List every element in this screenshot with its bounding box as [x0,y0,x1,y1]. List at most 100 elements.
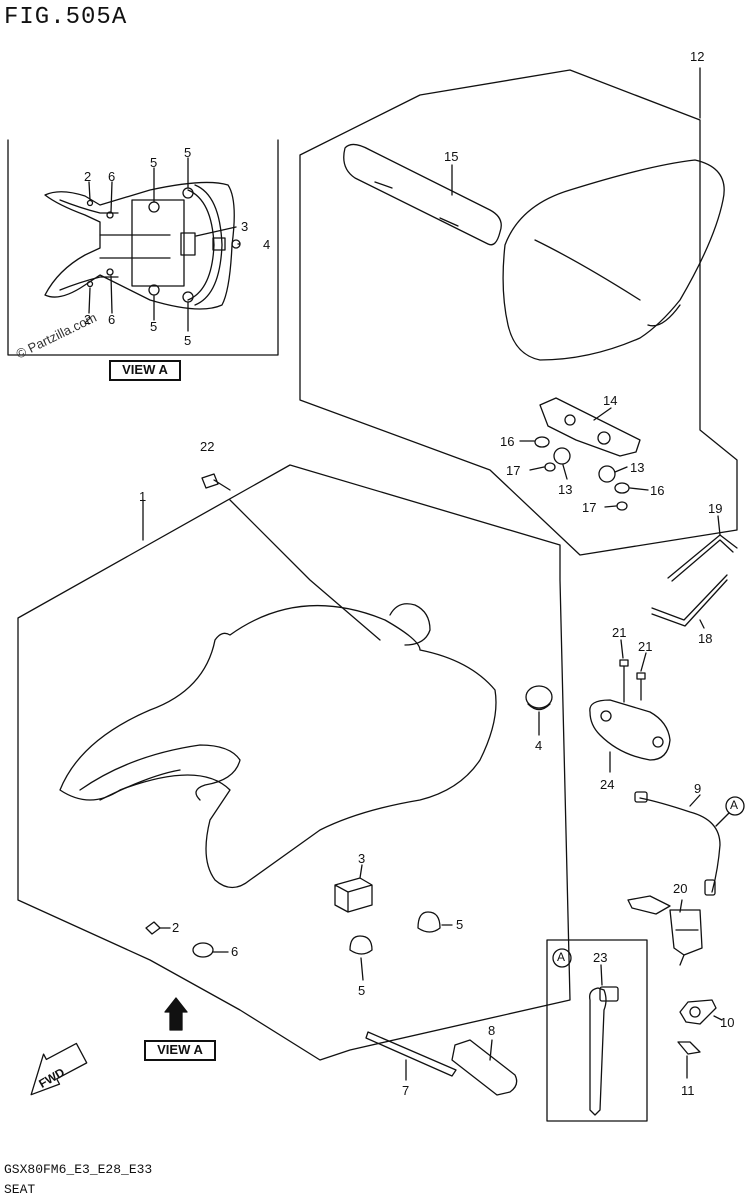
leader-22 [229,499,381,641]
ref-a-arrow [715,812,730,827]
part-8-pouch [451,1039,518,1096]
view-a-arrow [164,997,188,1031]
inset-leaders [88,157,241,332]
figure-title: FIG.505A [4,4,128,31]
callout-11: 11 [681,1083,695,1098]
callout-9: 9 [694,781,702,796]
inset-callout-5-a: 5 [150,155,158,170]
inset-seat-bracket [99,234,171,259]
callout-22: 22 [200,439,215,454]
inset-seat-rail-bottom [59,276,119,291]
callout-5-b: 5 [358,983,366,998]
view-a-label-bottom: VIEW A [144,1040,216,1061]
part-5-damper-a [417,911,441,933]
part-14-bracket [539,397,641,457]
view-a-label-top: VIEW A [109,360,181,381]
inset-callout-5-b: 5 [184,145,192,160]
part-3-pad [334,877,373,913]
footer-title: SEAT [4,1182,36,1197]
part-12-rear-seat [502,159,725,361]
ref-a-letter: A [730,798,739,812]
inset-part-4-rubber [212,237,226,251]
inset-callout-5-c: 5 [150,319,158,334]
part-2-clip [145,921,161,935]
part-17-a [544,462,556,472]
leader-23 [600,964,603,986]
callout-17-a: 17 [506,463,521,478]
part-21-bolt-a [619,659,629,703]
part-14-hole-a [564,414,576,426]
callout-23: 23 [593,950,608,965]
leaders-13-16-17 [519,440,649,508]
part-9-cable-end-a [634,791,648,803]
callout-16-b: 16 [650,483,665,498]
inset-callout-2-bottom: 2 [84,312,92,327]
inset-callout-5-d: 5 [184,333,192,348]
inset-seat-outline [44,181,235,310]
callout-13-a: 13 [558,482,573,497]
inset-callout-4: 4 [263,237,271,252]
part-24-hole-a [600,710,612,722]
inset-callout-6-top: 6 [108,169,116,184]
inset-part-2-a [86,199,94,207]
inset-part-6-a [106,211,114,219]
callout-14: 14 [603,393,618,408]
part-1-seat-hook [389,603,431,646]
inset-callout-3: 3 [241,219,249,234]
part-19-wrench-inner [671,539,734,582]
part-1-seat-contour [79,744,241,801]
part-15-grip-slot [374,181,459,227]
inset-callout-2-top: 2 [84,169,92,184]
inset-a-box [546,939,648,1122]
callout-4: 4 [535,738,543,753]
callout-10: 10 [720,1015,735,1030]
inset-callout-6-bottom: 6 [108,312,116,327]
callout-17-b: 17 [582,500,597,515]
inset-seat-latch-block [131,199,185,287]
callout-7: 7 [402,1083,410,1098]
part-4-rubber-base [527,703,551,711]
part-23-tie-head [599,986,619,1002]
inset-part-2-b [86,280,94,288]
part-16-b [614,482,630,494]
leader-9 [689,794,701,807]
part-13-b [598,465,616,483]
callout-1: 1 [139,489,147,504]
callout-12: 12 [690,49,705,64]
part-16-a [534,436,550,448]
leader-18-19 [699,515,721,629]
inset-part-5-a [148,201,160,213]
part-17-b [616,501,628,511]
leader-10 [713,1015,723,1021]
inset-seat-inner-2 [187,189,215,301]
callout-15: 15 [444,149,459,164]
footer-code: GSX80FM6_E3_E28_E33 [4,1162,153,1177]
group-1-frame [17,464,571,1061]
callout-5-a: 5 [456,917,464,932]
part-12-rear-seat-seam [534,239,681,327]
group-12-frame [299,69,738,556]
part-6-grommet [192,942,214,958]
callout-16-a: 16 [500,434,515,449]
leader-14 [593,407,612,421]
part-11-clip [677,1041,701,1055]
part-10-cover [679,999,717,1025]
part-20-cylinder-detail [675,929,699,966]
leader-3 [359,864,363,879]
inset-seat-inner [194,184,223,306]
part-1-seat-contour-2 [99,769,181,801]
part-20-key [627,895,671,915]
callout-3: 3 [358,851,366,866]
leaders-5 [360,924,453,981]
callout-20: 20 [673,881,688,896]
inset-a-circle [552,948,572,968]
callout-21-b: 21 [638,639,653,654]
part-14-hole-b [597,431,611,445]
callout-19: 19 [708,501,723,516]
part-18-wrench-inner [651,579,728,627]
callout-18: 18 [698,631,713,646]
part-13-a [553,447,571,465]
view-a-inset-frame [7,139,279,356]
fwd-arrow [30,1042,88,1096]
